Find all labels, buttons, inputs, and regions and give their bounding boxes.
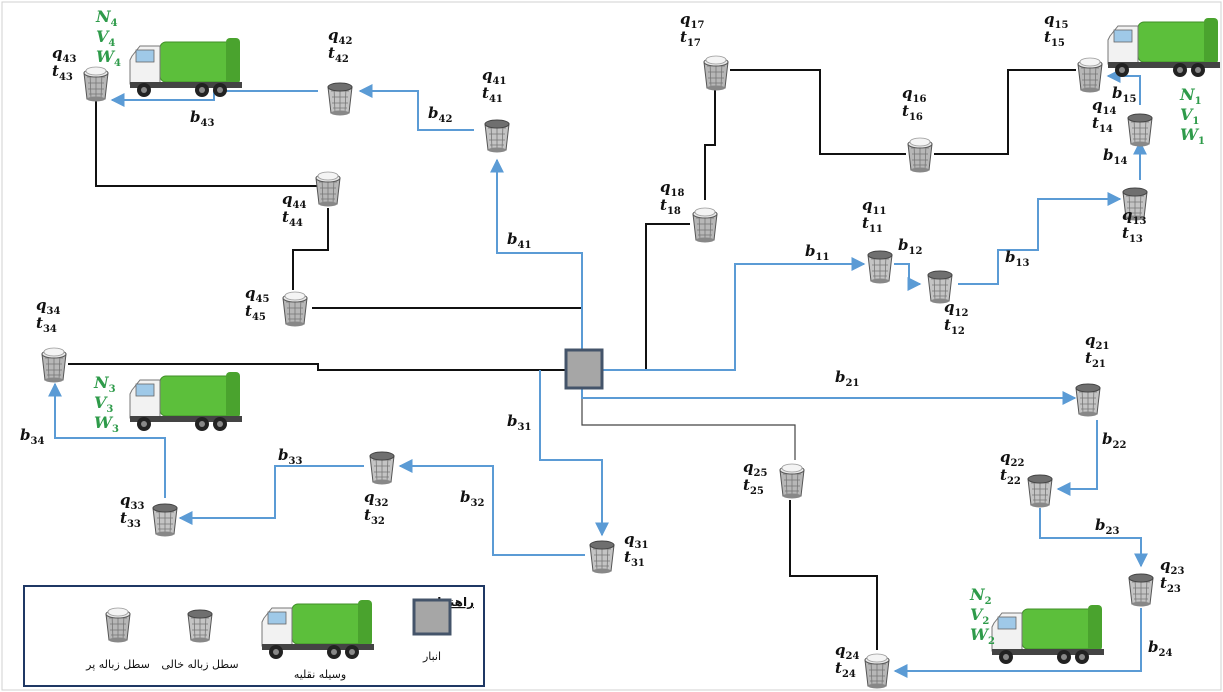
edge-b41 — [497, 160, 582, 350]
vehicle-4[interactable] — [130, 38, 242, 97]
legend: راهنما سطل زباله پر سطل زباله خالی وسیله… — [24, 586, 484, 686]
vehicle-2[interactable] — [992, 605, 1104, 664]
edge-b32 — [400, 466, 585, 555]
edge-label-b15: b15 — [1112, 84, 1136, 105]
edge-label-b42: b42 — [428, 104, 452, 125]
edge-b33 — [180, 466, 364, 518]
legend-full-bin-label: سطل زباله پر — [85, 658, 150, 671]
bin-31[interactable] — [590, 541, 614, 574]
node-t-32: t32 — [364, 506, 385, 527]
edge-b13 — [958, 199, 1120, 284]
bin-11[interactable] — [868, 251, 892, 284]
bin-15[interactable] — [1078, 58, 1102, 93]
node-t-15: t15 — [1044, 28, 1065, 49]
legend-depot-icon — [414, 600, 450, 634]
edge-label-b41: b41 — [507, 230, 531, 251]
edge-b21 — [582, 388, 1075, 398]
node-t-25: t25 — [743, 476, 764, 497]
node-t-18: t18 — [660, 196, 681, 217]
node-t-45: t45 — [245, 302, 266, 323]
bin-43[interactable] — [84, 67, 108, 102]
bin-22[interactable] — [1028, 475, 1052, 508]
node-t-23: t23 — [1160, 574, 1181, 595]
node-t-41: t41 — [482, 84, 503, 105]
vehicle-3-N: N3 — [93, 373, 116, 395]
edge-label-b43: b43 — [190, 108, 214, 129]
vehicle-3-W: W3 — [94, 413, 119, 435]
node-t-24: t24 — [835, 659, 856, 680]
vehicle-2-V: V2 — [970, 605, 989, 627]
node-labels: q43t43q42t42q41t41q44t44q45t45q17t17q18t… — [36, 10, 1184, 680]
edge-label-b31: b31 — [507, 412, 531, 433]
node-t-22: t22 — [1000, 466, 1021, 487]
bin-32[interactable] — [370, 452, 394, 485]
node-t-12: t12 — [944, 316, 965, 337]
node-t-16: t16 — [902, 102, 923, 123]
bin-25[interactable] — [780, 464, 804, 499]
node-t-14: t14 — [1092, 114, 1113, 135]
edge-b31 — [540, 370, 602, 535]
edge-b22 — [1058, 420, 1097, 489]
edge-label-b24: b24 — [1148, 638, 1172, 659]
edge-label-b23: b23 — [1095, 516, 1119, 537]
vehicles — [130, 18, 1220, 664]
bin-33[interactable] — [153, 504, 177, 537]
bin-14[interactable] — [1128, 114, 1152, 147]
vehicle-4-N: N4 — [95, 7, 118, 29]
bin-24[interactable] — [865, 654, 889, 689]
edge-label-b33: b33 — [278, 446, 302, 467]
legend-vehicle-label: وسیله نقلیه — [294, 668, 346, 681]
edge-label-b32: b32 — [460, 488, 484, 509]
vehicle-1-N: N1 — [1179, 85, 1202, 107]
edge-label-b22: b22 — [1102, 430, 1126, 451]
bin-17[interactable] — [704, 56, 728, 91]
edge-label-b14: b14 — [1103, 146, 1127, 167]
node-t-11: t11 — [862, 214, 883, 235]
node-t-34: t34 — [36, 314, 57, 335]
vehicle-1-W: W1 — [1180, 125, 1205, 147]
node-t-33: t33 — [120, 509, 141, 530]
vehicle-2-W: W2 — [970, 625, 995, 647]
vehicle-1[interactable] — [1108, 18, 1220, 77]
node-t-31: t31 — [624, 548, 645, 569]
vehicle-1-V: V1 — [1180, 105, 1199, 127]
vehicle-3[interactable] — [130, 372, 242, 431]
depot[interactable] — [566, 350, 602, 388]
node-t-43: t43 — [52, 62, 73, 83]
edge-label-b34: b34 — [20, 426, 44, 447]
vehicle-4-V: V4 — [96, 27, 115, 49]
bin-44[interactable] — [316, 172, 340, 207]
legend-depot-label: انبار — [422, 650, 441, 663]
edge-label-b11: b11 — [805, 242, 829, 263]
edge-b12 — [894, 264, 920, 284]
edge-label-b12: b12 — [898, 236, 922, 257]
bin-23[interactable] — [1129, 574, 1153, 607]
edge-b11 — [602, 264, 864, 370]
edge-b23 — [1040, 508, 1141, 566]
node-t-13: t13 — [1122, 224, 1143, 245]
node-t-21: t21 — [1085, 349, 1106, 370]
node-t-42: t42 — [328, 44, 349, 65]
bin-41[interactable] — [485, 120, 509, 153]
vehicle-4-W: W4 — [96, 47, 121, 69]
legend-full-bin-icon — [106, 608, 130, 643]
legend-empty-bin-label: سطل زباله خالی — [161, 658, 238, 671]
edge-label-b13: b13 — [1005, 248, 1029, 269]
bin-42[interactable] — [328, 83, 352, 116]
edge-b42 — [360, 91, 474, 130]
vehicle-2-N: N2 — [969, 585, 992, 607]
node-t-44: t44 — [282, 208, 303, 229]
bin-21[interactable] — [1076, 384, 1100, 417]
bin-34[interactable] — [42, 348, 66, 383]
edge-label-b21: b21 — [835, 368, 859, 389]
legend-empty-bin-icon — [188, 610, 212, 643]
node-t-17: t17 — [680, 28, 701, 49]
vehicle-3-V: V3 — [94, 393, 113, 415]
bin-16[interactable] — [908, 138, 932, 173]
bin-18[interactable] — [693, 208, 717, 243]
bin-45[interactable] — [283, 292, 307, 327]
